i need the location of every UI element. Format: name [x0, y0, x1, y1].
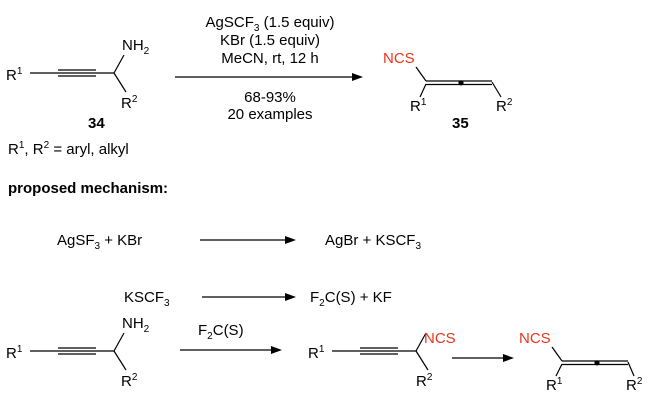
mechanism-step-1: AgSF3 + KBr AgBr + KSCF3	[57, 232, 421, 252]
substrate-r1-label: R1	[6, 66, 23, 84]
carbon-r2-bond	[113, 72, 127, 93]
step2-products: F2C(S) + KF	[310, 289, 392, 309]
step1-products: AgBr + KSCF3	[325, 232, 421, 252]
substituent-definition: R1, R2 = aryl, alkyl	[8, 140, 129, 158]
intermediate-carbon-r2-bond	[415, 350, 429, 371]
mechanism-allene-product: NCS R1 R2	[519, 330, 643, 394]
mech-product-r2-bond	[627, 361, 635, 377]
substrate-34: R1 NH2 R2 34	[6, 37, 150, 132]
step3-substrate-r1-label: R1	[6, 344, 23, 362]
amine-label: NH2	[122, 37, 150, 57]
carbon-r1-bond	[419, 83, 427, 98]
substrate-r2-label: R2	[121, 94, 138, 112]
ncs-to-carbon-bond	[415, 66, 427, 82]
step3-carbon-r2-bond	[113, 350, 127, 371]
intermediate-r1-label: R1	[308, 344, 325, 362]
condition-reagent-agscf3: AgSCF3 (1.5 equiv)	[206, 14, 335, 34]
intermediate-ncs-label: NCS	[424, 330, 456, 347]
product-r1-label: R1	[410, 97, 427, 115]
mechanism-step3-arrow: F2C(S)	[180, 322, 282, 354]
mech-product-r2-label: R2	[626, 376, 643, 394]
mechanism-isothiocyanate-intermediate: R1 NCS R2	[308, 330, 456, 390]
mech-product-allene-dot	[594, 360, 600, 366]
carbon-r2-bond	[491, 81, 502, 98]
condition-reagent-kbr: KBr (1.5 equiv)	[220, 32, 320, 49]
intermediate-carbon-n-bond	[415, 332, 427, 352]
allene-center-dot	[458, 80, 464, 86]
step3-reagent: F2C(S)	[198, 322, 244, 342]
condition-solvent: MeCN, rt, 12 h	[221, 50, 319, 67]
reaction-arrow-head	[352, 73, 363, 81]
step2-arrow-head	[285, 293, 296, 301]
mech-product-r1-bond	[555, 363, 563, 377]
intermediate-r2-label: R2	[416, 372, 433, 390]
mechanism-heading: proposed mechanism:	[8, 180, 168, 197]
mechanism-step4-arrow	[452, 354, 514, 362]
mechanism-step-2: KSCF3 F2C(S) + KF	[124, 289, 392, 309]
step3-arrow-head	[271, 346, 282, 354]
mech-product-ncs-label: NCS	[519, 330, 551, 347]
step1-arrow-head	[285, 236, 296, 244]
mechanism-step3-substrate: R1 NH2 R2	[6, 315, 150, 390]
step3-carbon-n-bond	[113, 332, 125, 352]
step4-arrow-head	[503, 354, 514, 362]
carbon-n-bond	[113, 54, 125, 74]
compound-number-35: 35	[452, 115, 469, 132]
condition-examples: 20 examples	[227, 106, 312, 123]
condition-yield: 68-93%	[244, 89, 296, 106]
step1-reactants: AgSF3 + KBr	[57, 232, 142, 252]
mech-product-ncs-bond	[551, 346, 563, 362]
mech-product-r1-label: R1	[546, 376, 563, 394]
product-r2-label: R2	[496, 97, 513, 115]
product-35: NCS R1 R2 35	[383, 50, 513, 132]
compound-number-34: 34	[88, 115, 105, 132]
product-ncs-label: NCS	[383, 50, 415, 67]
step3-substrate-r2-label: R2	[121, 372, 138, 390]
step2-reactant: KSCF3	[124, 289, 170, 309]
reaction-conditions: AgSCF3 (1.5 equiv) KBr (1.5 equiv) MeCN,…	[175, 14, 363, 123]
step3-amine-label: NH2	[122, 315, 150, 335]
